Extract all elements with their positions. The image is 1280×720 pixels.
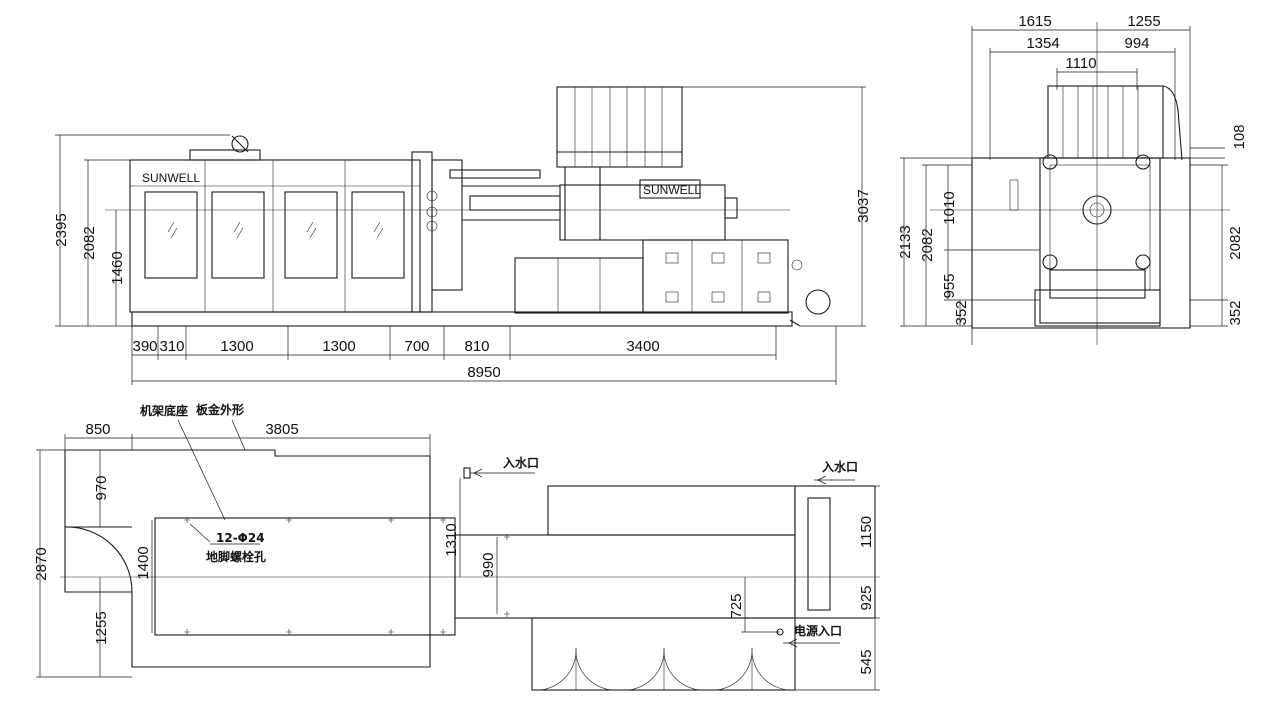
electrical-cabinet <box>642 239 789 314</box>
end-dim-108: 108 <box>1231 124 1248 149</box>
plan-dim-1310: 1310 <box>443 523 460 556</box>
height-2082: 2082 <box>81 226 98 259</box>
power-inlet-label: 电源入口 <box>794 623 842 638</box>
dim-810: 810 <box>464 338 489 355</box>
hydraulic-cabinet <box>514 257 644 314</box>
end-dim-1110: 1110 <box>1065 55 1096 72</box>
plan-dim-1150: 1150 <box>858 516 875 548</box>
base-end <box>789 319 801 327</box>
end-right-352: 352 <box>1227 300 1244 325</box>
plan-dim-725: 725 <box>728 593 745 618</box>
top-platform <box>556 86 683 240</box>
end-dim-1615: 1615 <box>1018 13 1051 30</box>
end-height-352: 352 <box>953 300 970 325</box>
label-sheet-metal: 板金外形 <box>196 402 244 417</box>
machine-base-rail <box>131 311 793 327</box>
dim-390: 390 <box>132 338 157 355</box>
clamp-housing <box>129 159 421 313</box>
fixed-platen <box>411 151 433 313</box>
end-dim-994: 994 <box>1124 35 1149 52</box>
plan-dim-3805: 3805 <box>265 421 298 438</box>
window-2 <box>211 191 265 279</box>
water-inlet-label-1: 入水口 <box>503 455 539 470</box>
plan-dim-925: 925 <box>858 585 875 610</box>
height-3037: 3037 <box>855 189 872 222</box>
dim-total-8950: 8950 <box>467 364 500 381</box>
plan-dim-545: 545 <box>858 649 875 674</box>
plan-dim-970: 970 <box>93 475 110 500</box>
plan-dim-1400: 1400 <box>135 546 152 579</box>
sheet-metal-outline <box>64 449 431 668</box>
end-housing <box>971 157 1191 329</box>
brand-logo-unit: SUNWELL <box>643 183 701 197</box>
end-dim-1354: 1354 <box>1026 35 1059 52</box>
height-2395: 2395 <box>53 213 70 246</box>
frame-base <box>154 517 456 636</box>
end-dim-1255: 1255 <box>1127 13 1160 30</box>
end-height-1010: 1010 <box>941 191 958 224</box>
plan-dim-2870: 2870 <box>33 547 50 580</box>
dim-3400: 3400 <box>626 338 659 355</box>
dim-700: 700 <box>404 338 429 355</box>
side-view: SUNWELL SUNWELL <box>53 86 872 385</box>
dim-310: 310 <box>159 338 184 355</box>
brand-logo-left: SUNWELL <box>142 171 200 185</box>
cabinet-door-arcs <box>531 647 796 691</box>
height-1460: 1460 <box>109 251 126 284</box>
motor-circle <box>805 289 831 315</box>
end-height-2082: 2082 <box>919 228 936 261</box>
plan-dim-1255: 1255 <box>93 611 110 644</box>
end-right-2082: 2082 <box>1227 226 1244 259</box>
label-frame-base: 机架底座 <box>140 403 188 418</box>
dim-1300-b: 1300 <box>322 338 355 355</box>
window-4 <box>351 191 405 279</box>
window-3 <box>284 191 338 279</box>
end-height-2133: 2133 <box>897 225 914 258</box>
plan-dim-990: 990 <box>480 552 497 577</box>
door-swing-arc <box>64 526 133 593</box>
plan-view: 入水口 入水口 电源入口 机架底座 板金外形 12-Φ24 地脚螺栓孔 850 … <box>33 402 880 691</box>
bolt-holes <box>184 517 510 635</box>
end-view: 1615 1255 1354 994 1110 108 2133 2082 10… <box>897 13 1248 345</box>
safety-windows <box>144 191 405 279</box>
water-inlet-label-2: 入水口 <box>822 459 858 474</box>
bolt-spec: 12-Φ24 <box>216 531 265 545</box>
plan-dim-850: 850 <box>85 421 110 438</box>
bolt-label: 地脚螺栓孔 <box>206 549 266 564</box>
window-1 <box>144 191 198 279</box>
end-height-955: 955 <box>941 273 958 298</box>
dim-1300-a: 1300 <box>220 338 253 355</box>
